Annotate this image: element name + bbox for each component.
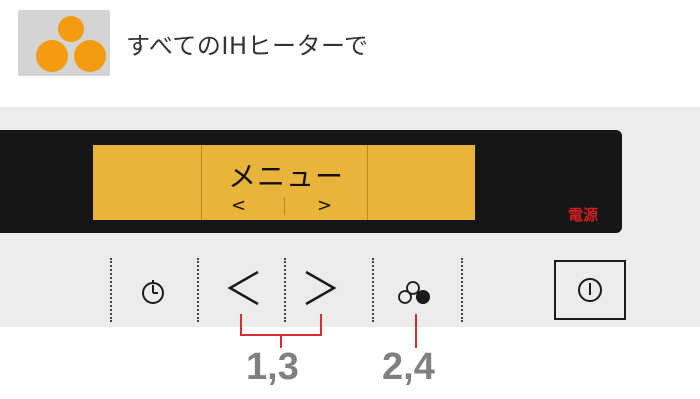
- burner-dot-icon: [58, 16, 84, 42]
- burner-dot-icon: [36, 40, 68, 72]
- timer-button[interactable]: [136, 274, 170, 308]
- touch-zone-separator: [110, 258, 112, 322]
- pot-select-icon: [398, 281, 430, 304]
- callout-label-pot-select: 2,4: [382, 346, 435, 388]
- lcd-divider: [284, 197, 285, 215]
- chevron-left-icon: [227, 270, 259, 306]
- callout-line: [280, 334, 282, 348]
- pot-select-button[interactable]: [396, 280, 436, 306]
- callout-line: [415, 314, 417, 348]
- touch-zone-separator: [372, 258, 374, 322]
- header-title: すべてのIHヒーターで: [126, 32, 369, 60]
- chevron-right-icon: [305, 270, 337, 306]
- power-label: 電源: [568, 206, 599, 224]
- lcd-left-arrow: <: [231, 195, 247, 216]
- lcd-divider: [201, 145, 202, 220]
- power-button[interactable]: [554, 260, 626, 320]
- burner-dot-icon: [74, 40, 106, 72]
- lcd-menu-title: メニュー: [227, 160, 344, 193]
- callout-line: [240, 314, 242, 336]
- lcd-right-arrow: >: [317, 195, 333, 216]
- touch-zone-separator: [461, 258, 463, 322]
- clock-icon: [142, 280, 164, 304]
- callout-line: [320, 314, 322, 336]
- touch-zone-separator: [284, 258, 286, 322]
- right-arrow-button[interactable]: [300, 262, 340, 312]
- touch-zone-separator: [197, 258, 199, 322]
- lcd-display: メニュー < >: [93, 145, 475, 220]
- callout-label-arrows: 1,3: [246, 346, 299, 388]
- left-arrow-button[interactable]: [224, 262, 264, 312]
- all-burners-badge: [18, 10, 110, 76]
- power-icon: [578, 278, 602, 302]
- lcd-divider: [367, 145, 368, 220]
